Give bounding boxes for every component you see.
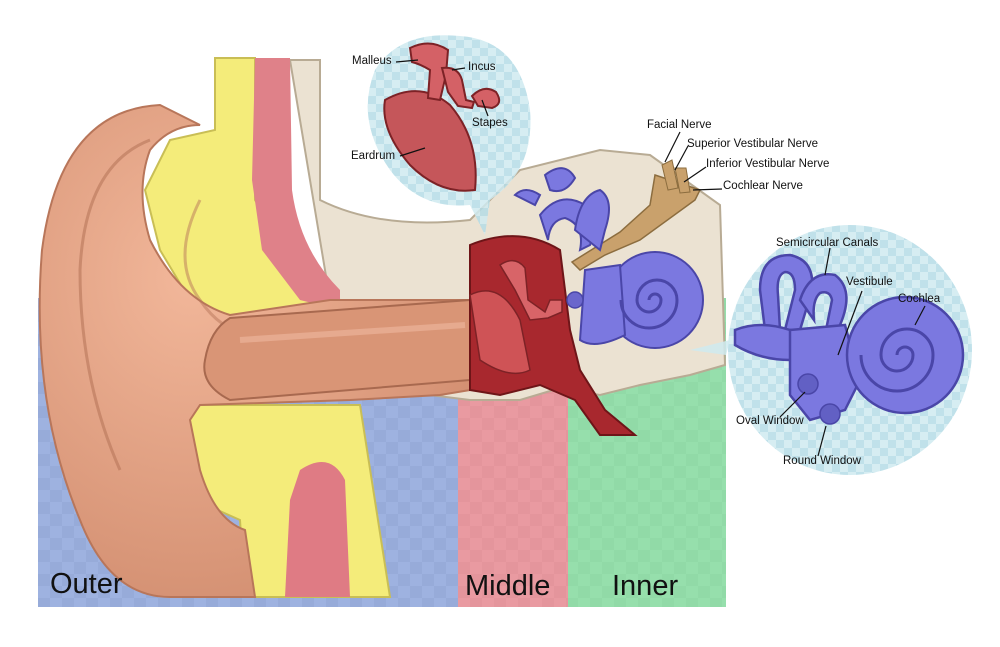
inferior-vestibular-nerve-label: Inferior Vestibular Nerve	[706, 158, 830, 170]
lobe-pink-shape	[285, 462, 350, 597]
oval-window-in-situ	[566, 291, 584, 309]
middle-ear-cavity	[469, 235, 638, 436]
round-window-callout	[819, 403, 841, 425]
eardrum-in-situ	[469, 290, 531, 375]
inner-ear-in-situ	[513, 167, 704, 349]
leader-lines	[395, 59, 926, 457]
outer-region-label: Outer	[50, 568, 123, 600]
stapes-callout	[470, 87, 501, 110]
skin-layer-shape	[252, 58, 340, 310]
incus-callout	[440, 66, 476, 110]
semicircular-canals-label: Semicircular Canals	[776, 237, 879, 249]
inner-region-label: Inner	[612, 570, 679, 602]
eardrum-label: Eardrum	[351, 150, 396, 162]
oval-window-label: Oval Window	[736, 415, 804, 427]
malleus-callout	[408, 42, 450, 102]
malleus-label: Malleus	[352, 55, 392, 67]
stapes-label: Stapes	[472, 117, 508, 129]
facial-nerve-label: Facial Nerve	[647, 119, 712, 131]
pinna-inner-fold	[78, 138, 151, 471]
middle-region-label: Middle	[465, 570, 551, 602]
nerve-bundle	[570, 174, 702, 271]
ossicles-in-situ	[498, 259, 563, 321]
ear-canal-highlight	[239, 322, 466, 343]
cochlea-label: Cochlea	[898, 293, 941, 305]
ear-canal-shape	[203, 298, 471, 402]
round-window-label: Round Window	[783, 455, 861, 467]
cochlear-nerve-label: Cochlear Nerve	[723, 180, 803, 192]
superior-vestibular-nerve-label: Superior Vestibular Nerve	[687, 138, 819, 150]
oval-window-callout	[797, 373, 819, 395]
incus-label: Incus	[468, 61, 496, 73]
cochlea-spiral-callout	[859, 327, 935, 393]
vestibule-label: Vestibule	[846, 276, 893, 288]
cochlea-spiral-in-situ	[619, 278, 679, 330]
